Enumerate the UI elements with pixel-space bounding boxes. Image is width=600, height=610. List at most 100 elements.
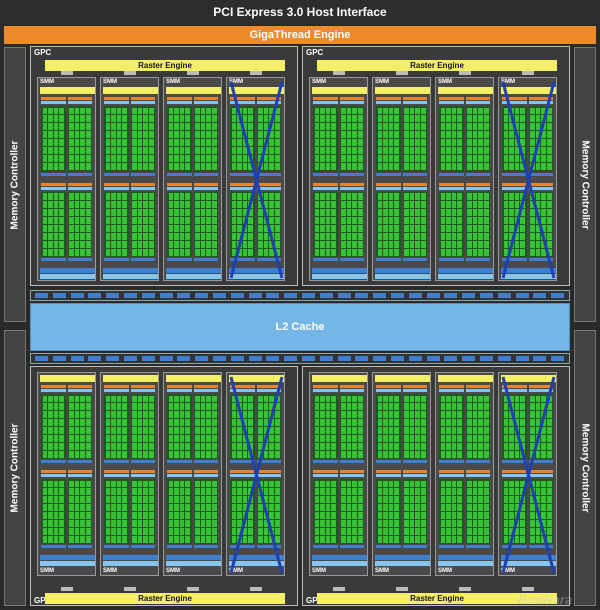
cuda-core — [478, 488, 483, 496]
cuda-core — [105, 155, 111, 163]
cuda-core — [258, 200, 263, 208]
cuda-core — [388, 504, 394, 511]
cuda-core — [325, 411, 331, 419]
cuda-core — [388, 107, 394, 115]
cuda-core — [467, 527, 472, 535]
cuda-core — [503, 496, 509, 504]
cuda-core — [53, 123, 59, 131]
cuda-core — [80, 163, 85, 170]
cuda-core — [48, 442, 53, 450]
cuda-core — [314, 480, 320, 488]
cuda-core-array — [130, 106, 155, 172]
cuda-core — [341, 193, 346, 200]
cuda-core — [457, 193, 462, 200]
cuda-core — [274, 155, 280, 163]
cuda-core — [274, 200, 280, 208]
arrow-connector — [249, 71, 262, 75]
cuda-core — [509, 193, 514, 200]
cuda-core — [352, 216, 357, 224]
cuda-core — [546, 208, 552, 216]
cuda-core — [258, 216, 263, 224]
cuda-core — [440, 403, 446, 411]
cuda-core — [377, 131, 383, 139]
cuda-core — [314, 123, 320, 131]
cuda-core — [346, 411, 352, 419]
cuda-core — [231, 411, 237, 419]
cuda-core — [274, 248, 280, 256]
cuda-core — [415, 496, 420, 504]
smm-register-file — [402, 101, 427, 104]
cuda-core — [420, 450, 426, 458]
cuda-core — [341, 442, 346, 450]
cuda-core — [478, 193, 483, 200]
cuda-core — [420, 535, 426, 543]
smm-warp-scheduler — [528, 470, 553, 473]
cuda-core — [185, 496, 190, 504]
cuda-core — [541, 216, 546, 224]
cuda-core — [116, 232, 122, 240]
cuda-core — [174, 419, 179, 426]
cuda-core — [69, 480, 74, 488]
cuda-core — [179, 200, 185, 208]
smm-warp-scheduler — [376, 385, 401, 388]
cuda-core — [341, 155, 346, 163]
cuda-core-array — [339, 479, 364, 544]
cuda-core — [388, 147, 394, 155]
cuda-core — [185, 480, 190, 488]
cuda-core — [331, 131, 336, 139]
crossbar-port — [88, 356, 102, 361]
cuda-core — [42, 240, 48, 248]
smm-ld-st-unit — [465, 460, 490, 463]
cuda-core — [383, 395, 388, 403]
cuda-core — [325, 403, 331, 411]
cuda-core — [85, 395, 91, 403]
smm-ld-st-unit — [465, 258, 490, 261]
cuda-core — [472, 248, 478, 256]
cuda-core — [48, 224, 53, 232]
cuda-core — [383, 450, 388, 458]
cuda-core — [111, 240, 116, 248]
cuda-core — [59, 496, 64, 504]
cuda-core-array — [376, 479, 401, 544]
cuda-core — [185, 240, 190, 248]
cuda-core — [179, 193, 185, 200]
smm-warp-scheduler — [439, 182, 464, 186]
cuda-core — [503, 427, 509, 434]
cuda-core — [404, 248, 409, 256]
cuda-core — [69, 504, 74, 511]
cuda-core — [242, 208, 248, 216]
crossbar-bottom — [30, 353, 570, 364]
crossbar-port — [177, 356, 191, 361]
smm-ld-st-unit — [130, 258, 155, 261]
cuda-core — [242, 434, 248, 442]
cuda-core — [394, 403, 399, 411]
cuda-core — [111, 163, 116, 170]
cuda-core — [409, 512, 415, 519]
smm-warp-scheduler — [376, 97, 401, 100]
cuda-core — [174, 527, 179, 535]
cuda-core — [200, 427, 206, 434]
cuda-core — [446, 200, 451, 208]
cuda-core — [200, 208, 206, 216]
cuda-core — [514, 232, 520, 240]
memory-controller-bottom-left: Memory Controller — [4, 330, 26, 606]
cuda-core — [377, 240, 383, 248]
cuda-core — [74, 535, 80, 543]
cuda-core — [530, 450, 535, 458]
cuda-core — [258, 224, 263, 232]
cuda-core — [69, 216, 74, 224]
cuda-core — [514, 411, 520, 419]
cuda-core — [174, 248, 179, 256]
cuda-core — [148, 411, 154, 419]
cuda-core — [263, 232, 269, 240]
cuda-core-array — [339, 106, 364, 172]
cuda-core — [42, 480, 48, 488]
cuda-core — [472, 216, 478, 224]
cuda-core — [105, 139, 111, 147]
cuda-core — [59, 527, 64, 535]
cuda-core — [341, 224, 346, 232]
cuda-core — [185, 139, 190, 147]
cuda-core — [514, 395, 520, 403]
cuda-core — [503, 200, 509, 208]
cuda-core — [346, 155, 352, 163]
